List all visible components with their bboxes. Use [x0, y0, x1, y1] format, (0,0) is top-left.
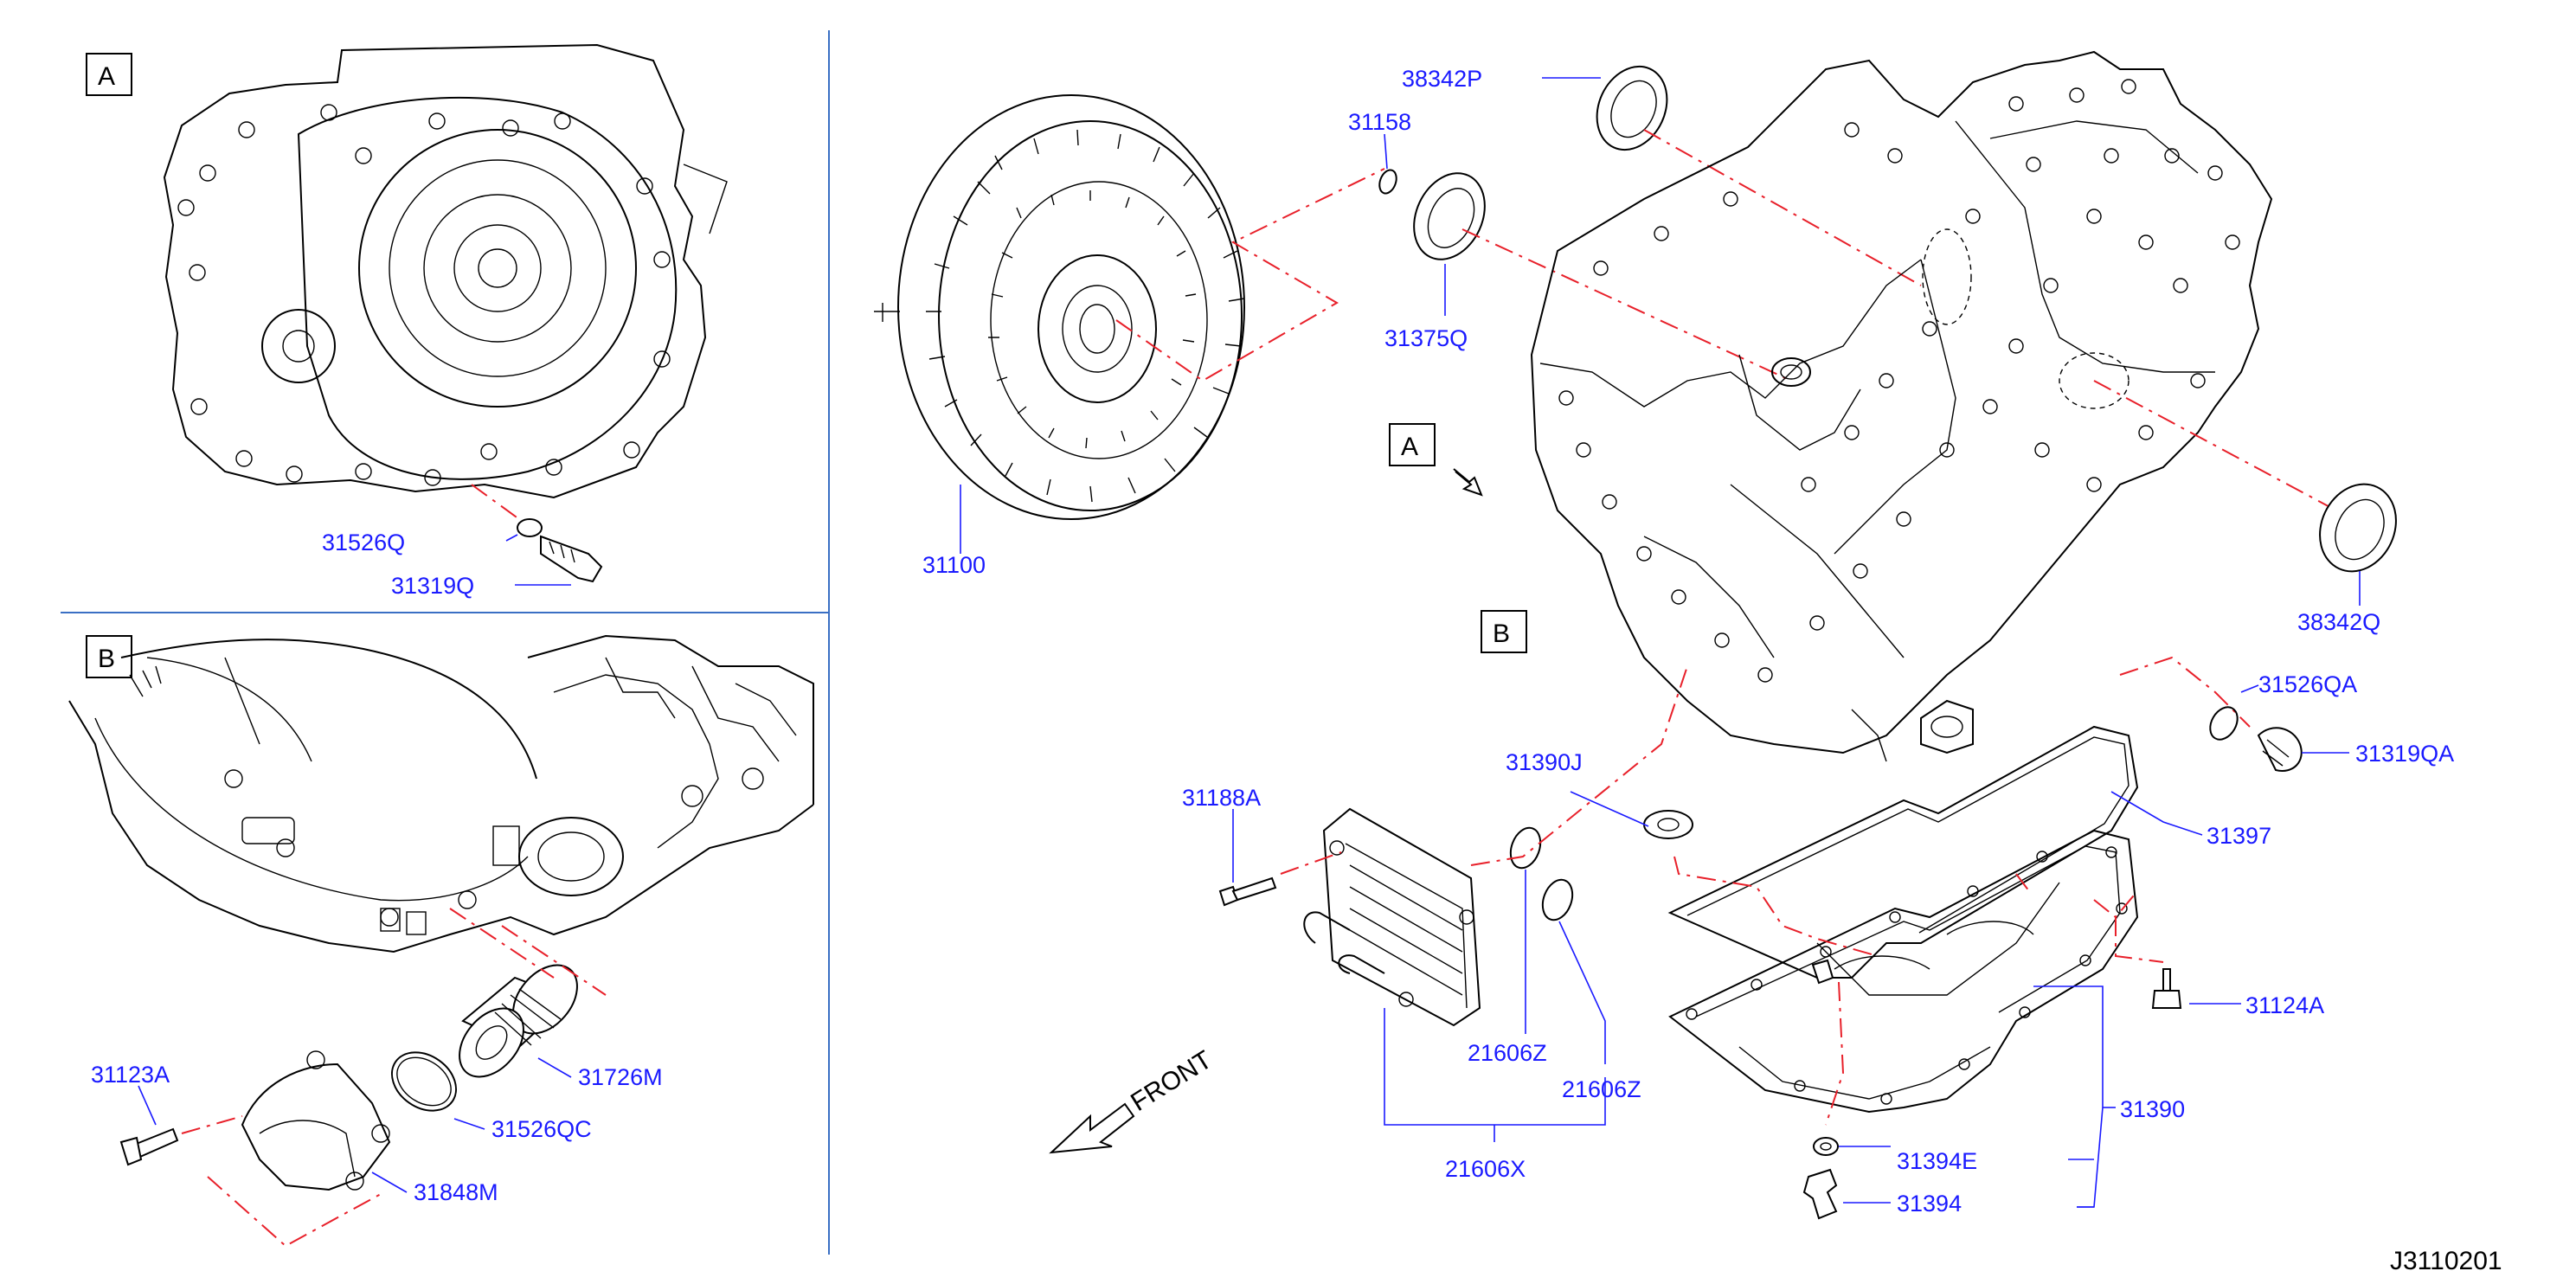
pan-bolt-holes [1686, 846, 2128, 1105]
plug-and-washer: 31526QA 31319QA [2119, 656, 2454, 772]
torque-converter: 31100 [874, 94, 1385, 578]
oil-filter-cartridge [459, 964, 578, 1078]
case-bolts [1558, 79, 2240, 683]
marker-b: B [1493, 620, 1510, 648]
label-31526q: 31526Q [322, 530, 405, 555]
label-31390: 31390 [2120, 1096, 2185, 1122]
seals-front: 38342P 31158 31375Q [1348, 65, 1922, 382]
filter-cover [241, 1050, 391, 1191]
label-31394e: 31394E [1897, 1148, 1977, 1174]
front-label: FRONT [1126, 1045, 1217, 1117]
label-38342q: 38342Q [2297, 609, 2380, 635]
label-31397: 31397 [2207, 823, 2271, 849]
label-31158: 31158 [1348, 109, 1411, 135]
label-38342p: 38342P [1402, 66, 1482, 92]
oil-pan-assembly: 31390J 31397 31124A 31390 31394E 31394 [1506, 725, 2324, 1220]
seal-rear: 38342Q [2093, 380, 2397, 635]
panel-dividers [61, 30, 830, 1255]
view-letter-a: A [98, 62, 115, 91]
label-31394: 31394 [1897, 1191, 1962, 1217]
label-31123a: 31123A [91, 1062, 170, 1088]
label-31848m: 31848M [414, 1179, 498, 1205]
label-31375q: 31375Q [1384, 325, 1468, 351]
panel-b-view: B [68, 634, 814, 1248]
label-31124a: 31124A [2245, 992, 2324, 1018]
panel-a-view: A 31526Q 31319Q [86, 43, 728, 599]
view-markers: A B [1389, 423, 1527, 653]
label-31526qc: 31526QC [491, 1116, 592, 1142]
transmission-case [1530, 50, 2273, 762]
housing-bolt-holes [177, 104, 671, 486]
oil-cooler-assembly: 31188A 21606Z 21606Z 21606X [1182, 665, 1688, 1182]
label-31726m: 31726M [578, 1064, 663, 1090]
label-31390j: 31390J [1506, 749, 1583, 775]
view-letter-b: B [98, 645, 115, 673]
front-direction-arrow: FRONT [1049, 1045, 1217, 1154]
label-21606x: 21606X [1445, 1156, 1526, 1182]
label-21606z-b: 21606Z [1562, 1076, 1641, 1102]
label-31188a: 31188A [1182, 785, 1261, 811]
diagram-code: J3110201 [2390, 1247, 2502, 1275]
converter-fins [926, 129, 1245, 503]
label-31319qa: 31319QA [2355, 741, 2454, 767]
marker-a: A [1401, 433, 1418, 461]
label-21606z-a: 21606Z [1468, 1040, 1547, 1066]
label-31100: 31100 [922, 552, 986, 578]
label-31526qa: 31526QA [2258, 671, 2357, 697]
label-31319q: 31319Q [391, 573, 474, 599]
